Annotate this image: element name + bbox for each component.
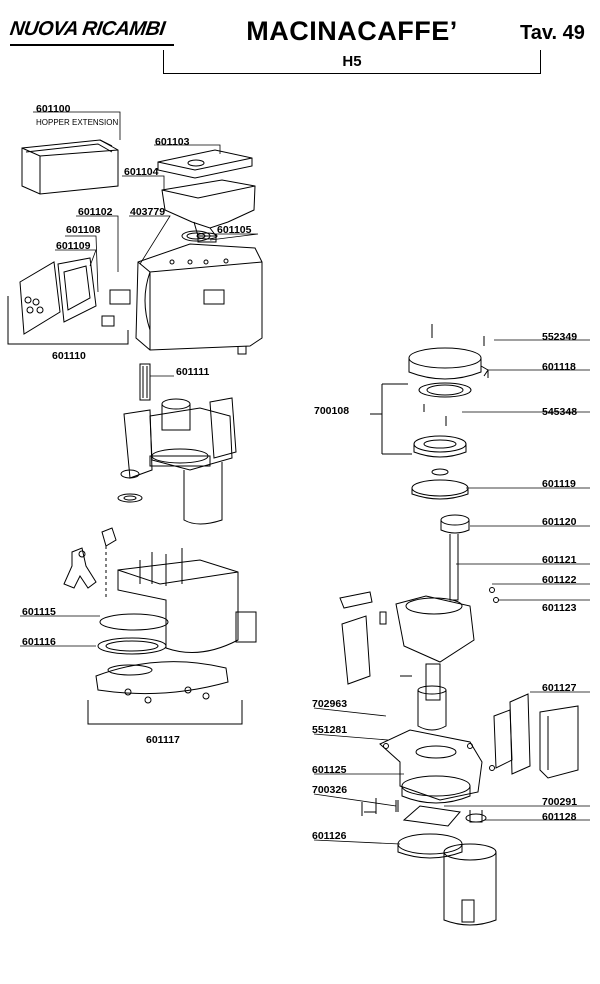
base-plate-drawing <box>95 661 229 704</box>
part-601102: 601102 <box>78 206 113 218</box>
leader-lines <box>20 111 590 845</box>
part-601119: 601119 <box>542 478 576 490</box>
part-700326: 700326 <box>312 784 348 796</box>
part-601108: 601108 <box>66 224 101 236</box>
part-601116: 601116 <box>22 636 56 648</box>
lever-drawing <box>63 547 97 589</box>
part-702963: 702963 <box>312 698 348 710</box>
part-601122: 601122 <box>542 574 577 586</box>
bracket-700108 <box>381 383 412 455</box>
part-601118: 601118 <box>542 361 576 373</box>
hopper-lid-drawing <box>157 149 253 179</box>
part-601123: 601123 <box>542 602 577 614</box>
brand-underline <box>10 44 174 46</box>
model-box: H5 <box>163 50 541 74</box>
main-housing-drawing <box>135 243 263 355</box>
part-601100-description: HOPPER EXTENSION <box>36 118 119 127</box>
disc-601116 <box>97 637 167 655</box>
motor-cylinder-drawing <box>443 843 497 926</box>
part-700291: 700291 <box>542 796 578 808</box>
part-601109: 601109 <box>56 240 91 252</box>
part-601127: 601127 <box>542 682 577 694</box>
part-551281: 551281 <box>312 724 348 736</box>
part-700108: 700108 <box>314 405 350 417</box>
part-545348: 545348 <box>542 406 578 418</box>
grinder-head-drawing <box>408 347 499 603</box>
part-601125: 601125 <box>312 764 347 776</box>
bracket-601117 <box>87 700 243 725</box>
part-601105: 601105 <box>217 224 252 236</box>
table-number: Tav. 49 <box>520 22 585 44</box>
part-601111: 601111 <box>176 366 210 378</box>
circuit-board-drawing <box>493 693 579 779</box>
part-403779: 403779 <box>130 206 166 218</box>
part-601126: 601126 <box>312 830 347 842</box>
part-601110: 601110 <box>52 350 86 362</box>
grinder-body-drawing <box>339 591 475 731</box>
bracket-601110 <box>7 296 129 345</box>
part-601100: 601100 <box>36 103 71 115</box>
part-552349: 552349 <box>542 331 578 343</box>
part-601117: 601117 <box>146 734 180 746</box>
motor-assembly-drawing <box>117 397 237 525</box>
mount-plate-drawing <box>379 729 495 804</box>
sheet-title: MACINACAFFE’ <box>246 16 458 46</box>
gear-cover-drawing <box>402 805 461 827</box>
part-601104: 601104 <box>124 166 159 178</box>
large-gear-drawing <box>397 833 463 855</box>
disc-601115 <box>99 613 169 631</box>
part-601128: 601128 <box>542 811 577 823</box>
spring-drawing <box>139 363 151 401</box>
base-unit-drawing <box>117 548 257 653</box>
part-601120: 601120 <box>542 516 577 528</box>
hopper-extension-drawing <box>21 139 119 195</box>
model-label: H5 <box>342 53 362 70</box>
part-601121: 601121 <box>542 554 577 566</box>
part-601115: 601115 <box>22 606 56 618</box>
control-panel-drawing <box>19 257 131 335</box>
part-601103: 601103 <box>155 136 190 148</box>
